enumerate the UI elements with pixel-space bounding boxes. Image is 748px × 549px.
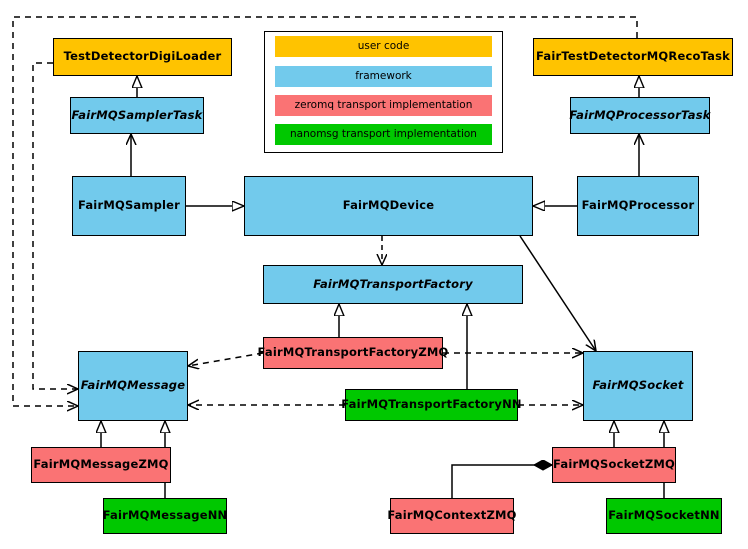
legend-item-framework: framework <box>275 66 492 87</box>
class-box-fairmqmessage[interactable]: FairMQMessage <box>78 351 188 421</box>
legend-item-nanomsg: nanomsg transport implementation <box>275 124 492 145</box>
legend-label-nanomsg: nanomsg transport implementation <box>290 128 477 141</box>
legend-item-zeromq: zeromq transport implementation <box>275 95 492 116</box>
class-box-testdetectordigiloader[interactable]: TestDetectorDigiLoader <box>53 38 232 76</box>
edge-association-device-socket <box>519 235 596 351</box>
class-box-fairmqmessagenn[interactable]: FairMQMessageNN <box>103 498 227 534</box>
class-box-fairmqtransportfactorynn[interactable]: FairMQTransportFactoryNN <box>341 389 522 421</box>
class-box-fairmqsocketzmq[interactable]: FairMQSocketZMQ <box>552 447 676 483</box>
class-box-fairmqsamplertask[interactable]: FairMQSamplerTask <box>70 97 204 134</box>
legend-label-framework: framework <box>355 70 412 83</box>
edge-dependency-factoryzmq-message <box>188 352 264 366</box>
edge-composition-contextzmq-socketzmq <box>451 465 552 498</box>
class-box-fairtestdetectormqrecotask[interactable]: FairTestDetectorMQRecoTask <box>533 38 733 76</box>
legend-label-zeromq: zeromq transport implementation <box>294 99 473 112</box>
class-box-fairmqmessagezmq[interactable]: FairMQMessageZMQ <box>31 447 171 483</box>
class-box-fairmqtransportfactoryzmq[interactable]: FairMQTransportFactoryZMQ <box>258 337 448 369</box>
legend-item-user-code: user code <box>275 36 492 57</box>
class-box-fairmqprocessortask[interactable]: FairMQProcessorTask <box>569 97 710 134</box>
legend-label-user-code: user code <box>357 40 410 53</box>
class-box-fairmqdevice[interactable]: FairMQDevice <box>244 176 533 236</box>
class-box-fairmqprocessor[interactable]: FairMQProcessor <box>577 176 699 236</box>
class-box-fairmqsampler[interactable]: FairMQSampler <box>72 176 186 236</box>
class-box-fairmqsocket[interactable]: FairMQSocket <box>583 351 693 421</box>
class-box-fairmqcontextzmq[interactable]: FairMQContextZMQ <box>387 498 516 534</box>
class-box-fairmqsocketnn[interactable]: FairMQSocketNN <box>606 498 722 534</box>
class-box-fairmqtransportfactory[interactable]: FairMQTransportFactory <box>263 265 523 304</box>
